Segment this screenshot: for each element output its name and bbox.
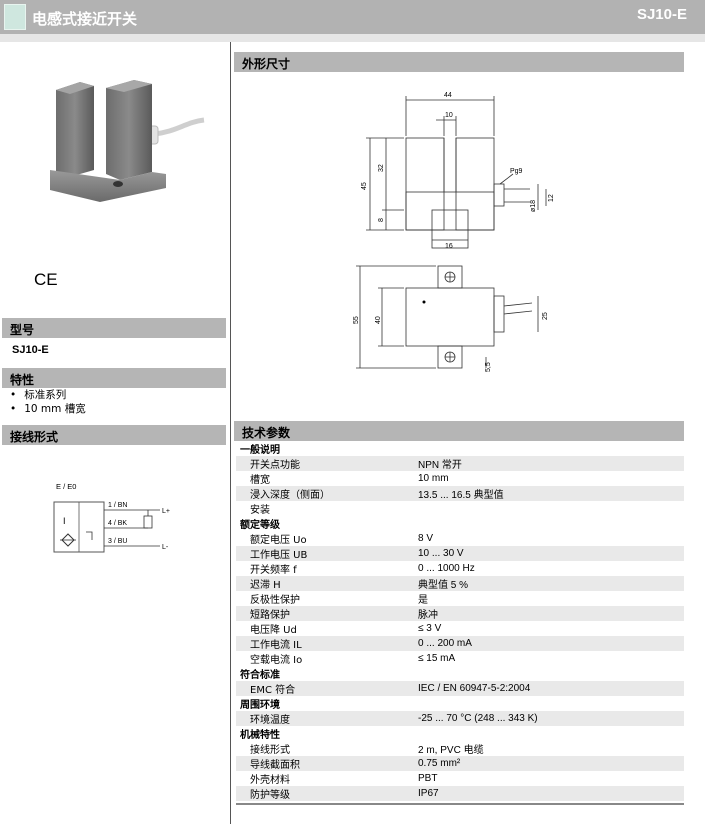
wiring-header: 接线形式: [2, 425, 226, 445]
spec-label: 短路保护: [236, 606, 414, 621]
dim-32: 32: [378, 164, 385, 172]
spec-value: ≤ 3 V: [414, 621, 684, 636]
spec-label: 接线形式: [236, 741, 414, 756]
spec-value: 是: [414, 591, 684, 606]
column-divider: [230, 42, 231, 824]
spec-label: 电压降 Ud: [236, 621, 414, 636]
dim-45: 45: [361, 182, 368, 190]
wiring-i-label: I: [63, 516, 66, 526]
spec-label: 反极性保护: [236, 591, 414, 606]
spec-value: 2 m, PVC 电缆: [414, 741, 684, 756]
wiring-diagram: E / E0 I 1 / BN 4 / BK 3 / BU L+ L-: [53, 482, 170, 553]
wire-terminal-1: L+: [162, 508, 170, 515]
spec-value: ≤ 15 mA: [414, 651, 684, 666]
spec-value: 10 mm: [414, 471, 684, 486]
dim-25: 25: [542, 312, 549, 320]
spec-label: 开关点功能: [236, 456, 414, 471]
product-photo: [50, 80, 205, 202]
spec-label: 外壳材料: [236, 771, 414, 786]
spec-value: 0 ... 200 mA: [414, 636, 684, 651]
wire-pin-1: 1 / BN: [108, 502, 127, 509]
type-value: SJ10-E: [12, 344, 49, 356]
features-header: 特性: [2, 368, 226, 388]
spec-value: PBT: [414, 771, 684, 786]
spec-group-title: 一般说明: [236, 441, 684, 456]
spec-value: [414, 501, 684, 516]
spec-value: IP67: [414, 786, 684, 801]
spec-value: -25 ... 70 °C (248 ... 343 K): [414, 711, 684, 726]
features-list: 标准系列 10 mm 槽宽: [10, 388, 86, 416]
title-underbar: [0, 34, 705, 42]
spec-label: 工作电流 IL: [236, 636, 414, 651]
dim-12: 12: [548, 194, 555, 202]
wire-pin-2: 4 / BK: [108, 520, 127, 527]
dim-40: 40: [375, 316, 382, 324]
dim-5-5: 5,5: [485, 362, 492, 372]
spec-label: 环境温度: [236, 711, 414, 726]
spec-label: 导线截面积: [236, 756, 414, 771]
page-title: 电感式接近开关: [32, 10, 138, 28]
dimension-drawing: 44 10 45 32 8 Pg9 ø18 12 16 55 40 25 5,5: [353, 92, 555, 372]
dim-pg9: Pg9: [510, 168, 523, 175]
dim-10: 10: [445, 112, 453, 119]
spec-label: 迟滞 H: [236, 576, 414, 591]
spec-label: 开关频率 f: [236, 561, 414, 576]
spec-value: 脉冲: [414, 606, 684, 621]
spec-group-title: 周围环境: [236, 696, 684, 711]
wiring-label: E / E0: [56, 482, 76, 491]
title-square-icon: [4, 4, 26, 30]
spec-value: NPN 常开: [414, 456, 684, 471]
spec-group-title: 机械特性: [236, 726, 684, 741]
model-title: SJ10-E: [636, 6, 687, 23]
spec-label: 防护等级: [236, 786, 414, 801]
spec-value: 0.75 mm²: [414, 756, 684, 771]
feature-item: 标准系列: [10, 388, 86, 402]
spec-label: 额定电压 Uo: [236, 531, 414, 546]
spec-label: EMC 符合: [236, 681, 414, 696]
dim-8: 8: [378, 218, 385, 222]
wire-pin-3: 3 / BU: [108, 538, 127, 545]
spec-value: 10 ... 30 V: [414, 546, 684, 561]
spec-label: 安装: [236, 501, 414, 516]
feature-item: 10 mm 槽宽: [10, 402, 86, 416]
spec-label: 工作电压 UB: [236, 546, 414, 561]
table-bottom-rule: [236, 803, 684, 805]
dim-16: 16: [445, 243, 453, 250]
spec-label: 空载电流 Io: [236, 651, 414, 666]
spec-value: 8 V: [414, 531, 684, 546]
spec-value: IEC / EN 60947-5-2:2004: [414, 681, 684, 696]
dim-44: 44: [444, 92, 452, 99]
wire-terminal-3: L-: [162, 544, 169, 551]
dim-d18: ø18: [530, 200, 537, 212]
spec-group-title: 符合标准: [236, 666, 684, 681]
spec-label: 浸入深度（侧面）: [236, 486, 414, 501]
type-header: 型号: [2, 318, 226, 338]
spec-value: 典型值 5 %: [414, 576, 684, 591]
dimensions-header: 外形尺寸: [234, 52, 684, 72]
title-bar: 电感式接近开关 SJ10-E: [0, 0, 705, 34]
spec-label: 槽宽: [236, 471, 414, 486]
spec-group-title: 额定等级: [236, 516, 684, 531]
ce-mark: CE: [34, 270, 58, 289]
spec-value: 0 ... 1000 Hz: [414, 561, 684, 576]
specs-header: 技术参数: [234, 421, 684, 441]
dim-55: 55: [353, 316, 360, 324]
spec-value: 13.5 ... 16.5 典型值: [414, 486, 684, 501]
